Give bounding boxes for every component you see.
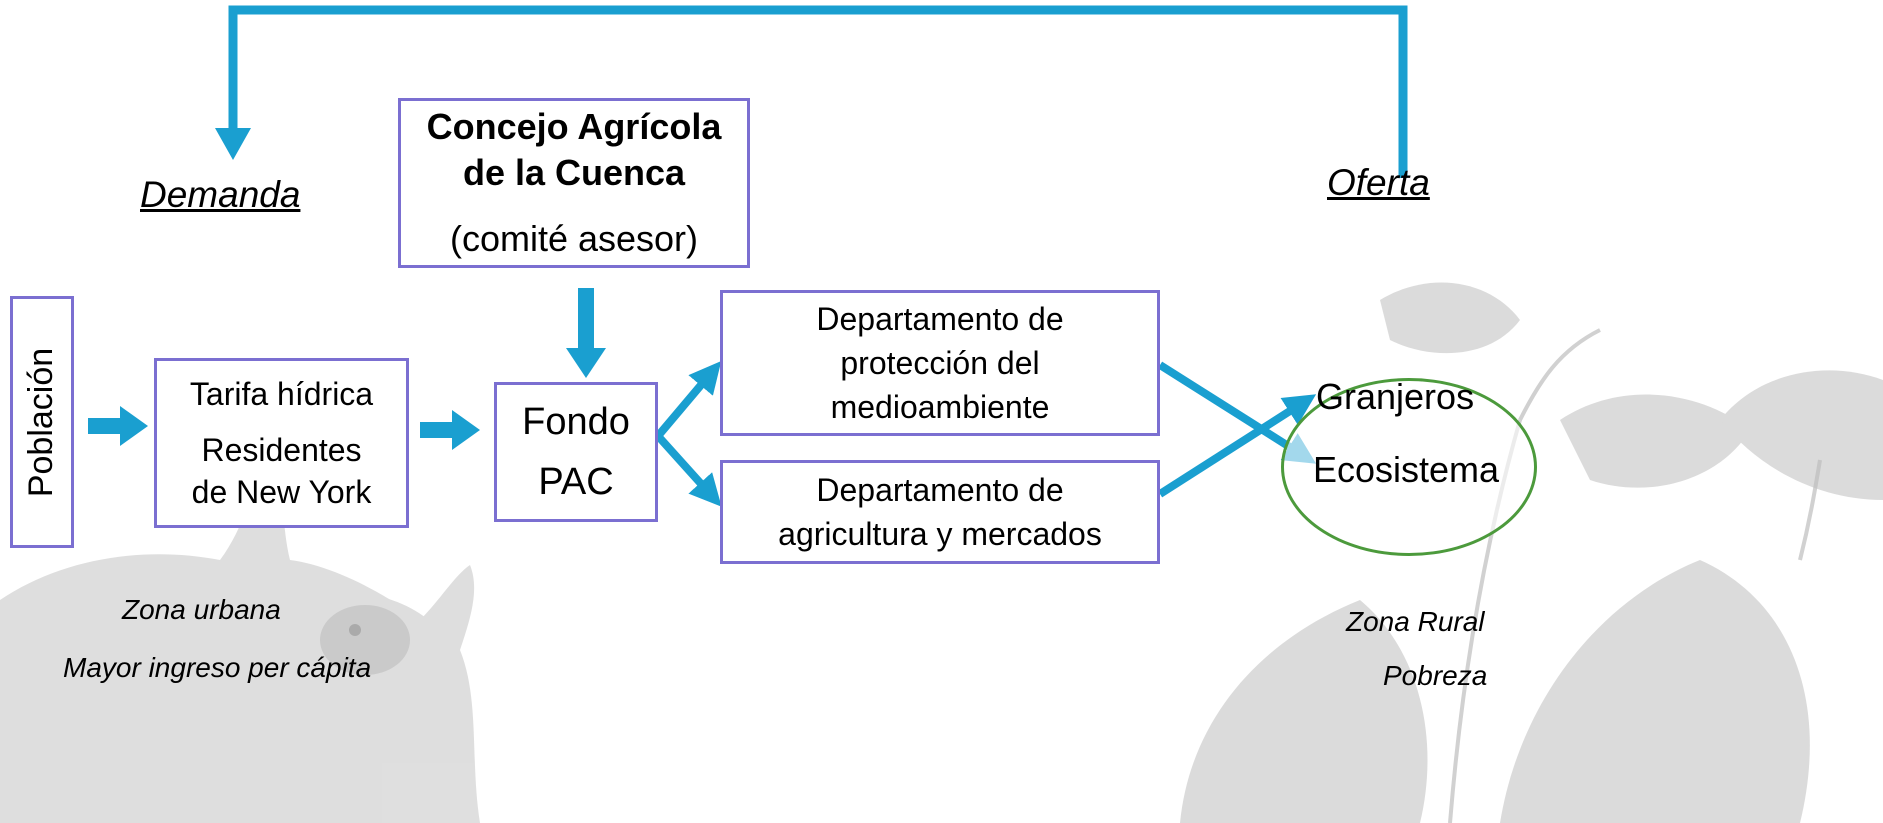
tariff-line1: Tarifa hídrica <box>189 376 374 412</box>
llama-face <box>320 605 410 675</box>
supply-label: Oferta <box>1327 162 1430 203</box>
population-box: Población <box>10 296 74 548</box>
demand-arrowhead <box>215 128 251 160</box>
council-to-fund-head <box>566 348 606 378</box>
council-box: Concejo Agrícola de la Cuenca (comité as… <box>398 98 750 268</box>
agriculture-dept-line2: agricultura y mercados <box>778 516 1102 552</box>
council-title-line2: de la Cuenca <box>462 152 686 193</box>
tariff-box: Tarifa hídrica Residentes de New York <box>154 358 409 528</box>
tariff-to-fund-head <box>452 410 480 450</box>
agriculture-to-farmers-arrow <box>1157 394 1317 498</box>
fund-to-agriculture-arrow <box>655 433 722 507</box>
plant-leaves <box>1180 282 1883 823</box>
population-to-tariff-shaft <box>88 418 122 434</box>
fund-box: Fondo PAC <box>494 382 658 522</box>
fund-to-environment-arrow <box>654 360 722 439</box>
supply-to-demand-loop <box>228 5 1408 178</box>
farmers-label: Granjeros <box>1316 376 1475 417</box>
urban-zone-label: Zona urbana <box>122 594 281 625</box>
fund-line1: Fondo <box>522 401 630 443</box>
tariff-line3: de New York <box>191 474 372 510</box>
agriculture-dept-box: Departamento de agricultura y mercados <box>720 460 1160 564</box>
environment-dept-line2: protección del <box>840 345 1040 381</box>
urban-income-label: Mayor ingreso per cápita <box>63 652 372 683</box>
demand-label: Demanda <box>140 174 301 215</box>
population-to-tariff-head <box>120 406 148 446</box>
population-label: Población <box>22 347 61 497</box>
council-title-line1: Concejo Agrícola <box>426 106 722 147</box>
environment-dept-box: Departamento de protección del medioambi… <box>720 290 1160 436</box>
agriculture-dept-line1: Departamento de <box>816 472 1064 508</box>
council-to-fund-shaft <box>578 288 594 350</box>
tariff-line2: Residentes <box>201 432 362 468</box>
environment-dept-line3: medioambiente <box>830 389 1050 425</box>
tariff-to-fund-shaft <box>420 422 454 438</box>
ecosystem-label: Ecosistema <box>1313 449 1500 490</box>
rural-poverty-label: Pobreza <box>1383 660 1488 691</box>
council-subtitle: (comité asesor) <box>449 218 699 259</box>
rural-actors-ellipse <box>1281 378 1537 556</box>
environment-dept-line1: Departamento de <box>816 301 1064 337</box>
fund-line2: PAC <box>538 461 614 503</box>
environment-to-ecosystem-arrow <box>1157 361 1317 464</box>
rural-zone-label: Zona Rural <box>1346 606 1485 637</box>
